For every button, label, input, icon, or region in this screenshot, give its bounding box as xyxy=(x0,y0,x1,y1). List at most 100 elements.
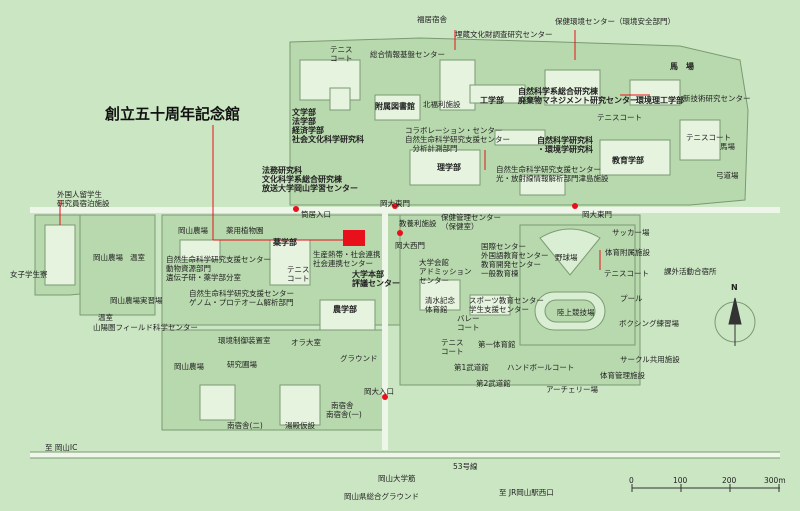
okadai-higashimon-label: 岡大東門 xyxy=(582,210,612,219)
tennis5-label: テニスコート xyxy=(604,269,649,278)
ic-label: 至 岡山IC xyxy=(45,443,78,452)
tennis6-label: テニス コート xyxy=(441,338,464,356)
rikujo-label: 陸上競技場 xyxy=(557,308,595,317)
north-label: N xyxy=(731,283,738,292)
building xyxy=(199,384,236,421)
building xyxy=(329,87,351,111)
scale-tick-200: 200 xyxy=(722,476,737,485)
kita-sanryo-label: 北福利施設 xyxy=(423,100,461,109)
building xyxy=(279,384,321,426)
shizen-hikari-label: 自然生命科学研究支援センター 光・放射線情報解析部門津島施設 xyxy=(496,165,609,183)
kankyo-seigyo-label: 環境制御装置室 xyxy=(218,336,271,345)
scale-bar xyxy=(631,484,780,492)
route53-label: 53号線 xyxy=(453,462,478,471)
building xyxy=(439,59,476,111)
scale-tick-300: 300m xyxy=(764,476,786,485)
fiftieth-anniversary-hall xyxy=(343,230,365,246)
taiiku-fuzoku-label: 体育附属施設 xyxy=(605,248,650,257)
taiiku-kanri-label: 体育管理施設 xyxy=(600,371,645,380)
yumidojo-label: 弓道場 xyxy=(716,171,739,180)
bab-label: 馬 場 xyxy=(670,62,694,71)
genom-label: 自然生命科学研究支援センター ゲノム・プロテオーム解析部門 xyxy=(189,289,294,307)
shikyo-label: 生産熱帯・社会連携 社会連携センター xyxy=(313,250,381,268)
shimizu-label: 清水記念 体育館 xyxy=(425,296,455,314)
building xyxy=(409,149,481,186)
gate-marker xyxy=(293,206,299,212)
field-center-label: 山陽圏フィールド科学センター xyxy=(93,323,198,332)
jr-label: 至 JR岡山駅西口 xyxy=(499,488,554,497)
ora-taishitsu-label: オラ大室 xyxy=(291,338,321,347)
archery-label: アーチェリー場 xyxy=(546,385,599,394)
yakugakubu-label: 薬学部 xyxy=(273,238,297,247)
handball-label: ハンドボールコート xyxy=(507,363,575,372)
kokusai-label: 国際センター 外国語教育センター 教育開発センター 一般教育棟 xyxy=(481,242,549,278)
building xyxy=(679,119,721,161)
fuzoku-tosho-label: 附属図書館 xyxy=(375,102,415,111)
okadai-suji-label: 岡山大学筋 xyxy=(378,474,416,483)
daigaku-kaikan-label: 大学会館 アドミッション センター xyxy=(419,258,472,285)
building xyxy=(494,129,546,146)
okayama-nojo1-label: 岡山農場 xyxy=(178,226,208,235)
kankyo-rikogakubu-label: 環境理工学部 xyxy=(636,96,684,105)
kyoikugakubu-label: 教育学部 xyxy=(612,156,644,165)
daigaku-honbu-label: 大学本部 評議センター xyxy=(352,270,400,288)
tennis4-label: テニス コート xyxy=(287,265,310,283)
tennis1-label: テニス コート xyxy=(330,45,353,63)
minami-shukusha1-label: 南宿舎(一) xyxy=(326,410,362,419)
building xyxy=(319,299,376,331)
gate-marker xyxy=(572,203,578,209)
sports-label: スポーツ教育センター 学生支援センター xyxy=(469,296,544,314)
soccer-label: サッカー場 xyxy=(612,228,650,237)
bungakubu-label: 文学部 法学部 経済学部 社会文化科学研究科 xyxy=(292,108,364,144)
tsuji-gate-label: 筒居入口 xyxy=(301,210,331,219)
sogo-joho-label: 総合情報基盤センター xyxy=(370,50,445,59)
building xyxy=(269,239,311,286)
kogakubu-label: 工学部 xyxy=(480,96,504,105)
building xyxy=(179,239,221,261)
collab-label: コラボレーション・センター 自然生命科学研究支援センター 分析計測部門 xyxy=(405,126,510,153)
scale-tick-0: 0 xyxy=(629,476,634,485)
gate-marker xyxy=(397,230,403,236)
north-arrow xyxy=(714,297,756,346)
fiftieth-anniversary-hall-label: 創立五十周年記念館 xyxy=(105,105,241,123)
nogakubu-label: 農学部 xyxy=(333,305,357,314)
yakuyo-label: 薬用植物園 xyxy=(226,226,264,235)
kyoyo-label: 教養利施設 xyxy=(399,219,437,228)
gaikokujin-label: 外国人留学生 研究員宿泊施設 xyxy=(57,190,110,208)
building xyxy=(469,294,511,316)
building xyxy=(469,84,526,104)
onshitsu2-label: 温室 xyxy=(98,313,113,322)
budojo1-label: 第1武道館 xyxy=(454,363,489,372)
volley-label: バレー コート xyxy=(457,314,480,332)
idenshi-label: 自然生命科学研究支援センター 動物資源部門 遺伝子研・薬学部分室 xyxy=(166,255,271,282)
pool-label: プール xyxy=(620,294,643,303)
okadai-iriguchi-label: 岡大入口 xyxy=(364,387,394,396)
farm-block-1 xyxy=(79,214,156,316)
budojo2-label: 第2武道館 xyxy=(476,379,511,388)
building xyxy=(44,224,76,286)
okayama-nojo4-label: 岡山農場 xyxy=(174,362,204,371)
nangan-label: 南宿舎 xyxy=(331,401,354,410)
gate-marker xyxy=(392,203,398,209)
tennis3-label: テニスコート xyxy=(686,133,731,142)
building xyxy=(374,94,421,121)
building xyxy=(599,139,671,176)
jyoshi-ryo-label: 女子学生寮 xyxy=(10,270,48,279)
bajo-label: 馬場 xyxy=(720,142,735,151)
kenkyu-onshitsu-label: 研究圃場 xyxy=(227,360,257,369)
boxing-label: ボクシング練習場 xyxy=(619,319,679,328)
scale-tick-100: 100 xyxy=(673,476,688,485)
okayama-nojo2-label: 岡山農場 xyxy=(93,253,123,262)
yugyo-label: 湯殿仮設 xyxy=(285,421,315,430)
hokenkanri-label: 保健管理センター （保健室） xyxy=(441,213,501,231)
kagai-label: 課外活動合宿所 xyxy=(664,267,717,276)
fukui-shukusha-label: 福居宿舎 xyxy=(417,15,447,24)
sogo-ground-label: 岡山県総合グラウンド xyxy=(344,492,419,501)
building xyxy=(419,279,461,311)
building xyxy=(629,79,681,106)
okadai-kitamon-label: 岡大東門 xyxy=(380,199,410,208)
taiiku1-label: 第一体育館 xyxy=(478,340,516,349)
maizo-label: 埋蔵文化財調査研究センター xyxy=(455,30,553,39)
